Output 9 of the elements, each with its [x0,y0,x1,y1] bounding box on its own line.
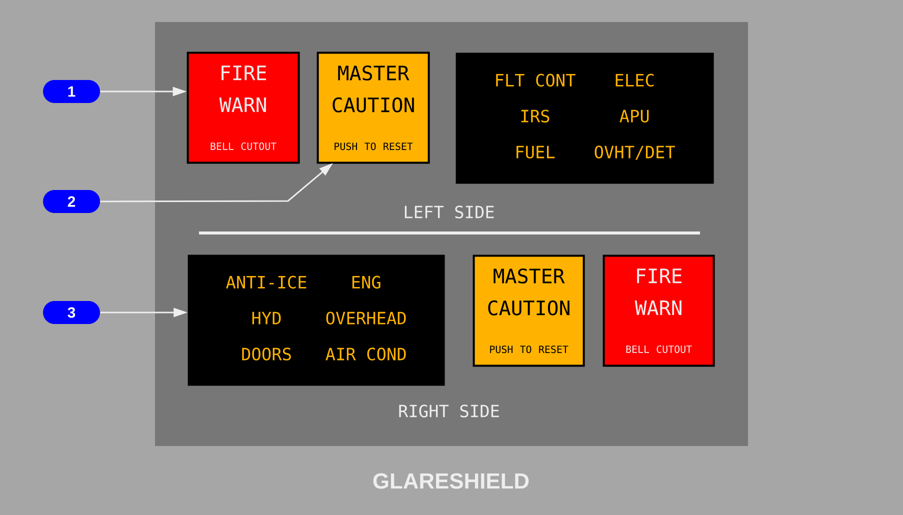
indicator-button: FIRE WARN BELL CUTOUT [186,52,300,164]
side-label: RIGHT SIDE [399,404,499,418]
side-label: LEFT SIDE [404,206,494,218]
indicator-button: FIRE WARN BELL CUTOUT [602,254,715,367]
indicator-button: MASTER CAUTION PUSH TO RESET [472,254,585,367]
annunciator-panel: FLT CONT ELEC IRS APU FUEL OVHT/DET [456,52,714,184]
caption: GLARESHIELD [373,473,529,489]
indicator-button: MASTER CAUTION PUSH TO RESET [316,52,430,164]
annunciator-panel: ANTI-ICE ENG HYD OVERHEAD DOORS AIR COND [188,254,445,386]
